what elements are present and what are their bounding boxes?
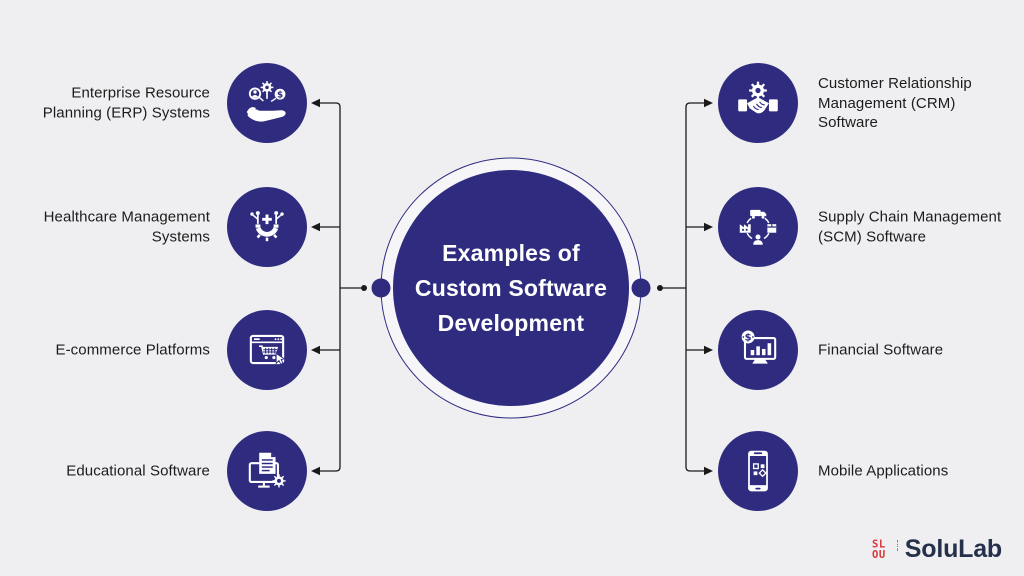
svg-text:LAB: LAB	[895, 539, 898, 552]
solulab-logo-text: SoluLab	[904, 535, 1002, 563]
label-crm-software: Customer Relationship Management (CRM) S…	[818, 74, 972, 131]
svg-text:SL: SL	[872, 538, 886, 550]
label-healthcare-systems: Healthcare Management Systems	[43, 208, 210, 246]
ecommerce-icon-badge	[227, 310, 307, 390]
label-educational-software: Educational Software	[66, 462, 210, 480]
crm-handshake-gear-icon	[738, 81, 778, 114]
svg-text:$: $	[277, 91, 283, 101]
healthcare-gear-cross-icon	[250, 211, 284, 242]
mobile-phone-apps-icon	[748, 450, 768, 492]
label-scm-software: Supply Chain Management (SCM) Software	[818, 208, 1002, 246]
crm-icon-badge	[718, 63, 798, 143]
financial-icon-badge: $	[718, 310, 798, 390]
erp-icon-badge: $	[227, 63, 307, 143]
label-erp-systems: Enterprise Resource Planning (ERP) Syste…	[42, 84, 210, 122]
solulab-logo: SL OU LAB SoluLab	[872, 535, 1002, 564]
label-mobile-applications: Mobile Applications	[818, 462, 949, 480]
financial-monitor-chart-icon: $	[741, 330, 777, 364]
center-left-anchor-dot	[371, 278, 391, 298]
label-financial-software: Financial Software	[818, 341, 944, 359]
solulab-logo-mark-icon: SL OU LAB	[872, 538, 898, 561]
label-ecommerce-platforms: E-commerce Platforms	[55, 341, 210, 359]
erp-hand-gear-dollar-icon: $	[246, 81, 286, 122]
healthcare-icon-badge	[227, 187, 307, 267]
svg-text:$: $	[745, 333, 752, 344]
svg-text:OU: OU	[872, 549, 886, 561]
scm-icon-badge	[718, 187, 798, 267]
educational-icon-badge	[227, 431, 307, 511]
educational-monitor-document-icon	[248, 452, 286, 488]
diagram-title: Examples of Custom Software Development	[414, 239, 608, 336]
scm-logistics-cycle-icon	[739, 209, 777, 245]
mobile-icon-badge	[718, 431, 798, 511]
center-node	[393, 170, 629, 406]
center-right-anchor-dot	[631, 278, 651, 298]
ecommerce-browser-cart-icon	[249, 334, 286, 365]
